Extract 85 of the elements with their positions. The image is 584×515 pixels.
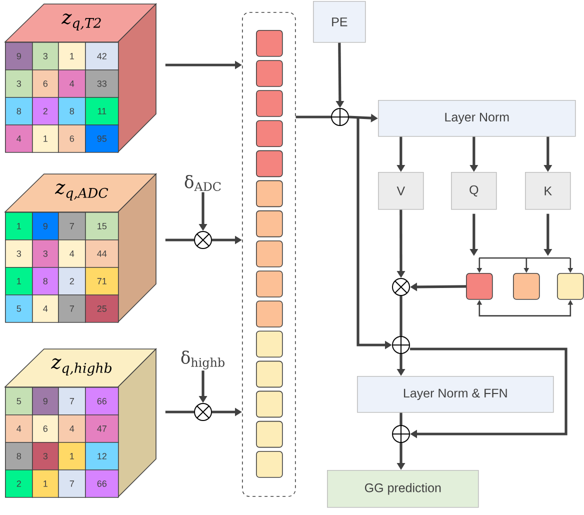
grid-cell: 4 <box>5 414 33 443</box>
layer-norm-box: Layer Norm <box>378 100 576 137</box>
grid-cell: 47 <box>85 414 119 443</box>
multiply-symbol <box>392 278 410 296</box>
grid-cell: 2 <box>32 97 59 126</box>
cube-label: z$_{q,T2}$ <box>62 14 101 31</box>
token-square <box>256 120 283 147</box>
token-square <box>256 210 283 238</box>
attention-square <box>513 273 540 300</box>
grid-cell: 7 <box>58 387 86 416</box>
grid-cell: 1 <box>58 442 86 470</box>
grid-cell: 4 <box>5 124 33 153</box>
arrow <box>410 348 568 438</box>
grid-cell: 7 <box>58 470 86 498</box>
token-square <box>256 90 283 117</box>
grid-cell: 1 <box>32 470 59 498</box>
delta-label: δ$_{ADC}$ <box>184 174 221 192</box>
grid-cell: 25 <box>85 294 119 323</box>
grid-cell: 66 <box>85 387 119 416</box>
grid-cell: 3 <box>32 442 59 470</box>
cube-label: z$_{q,ADC}$ <box>54 184 108 201</box>
grid-cell: 33 <box>85 70 119 98</box>
grid-cell: 1 <box>5 267 33 296</box>
grid-cell: 2 <box>58 267 86 296</box>
token-square <box>256 300 283 328</box>
grid-cell: 9 <box>32 387 59 416</box>
grid-cell: 8 <box>58 97 86 126</box>
grid-cell: 3 <box>32 42 59 70</box>
grid-cell: 6 <box>58 124 86 153</box>
grid-cell: 71 <box>85 267 119 296</box>
grid-cell: 9 <box>32 212 59 240</box>
grid-cell: 42 <box>85 42 119 70</box>
token-square <box>256 180 283 208</box>
grid-cell: 12 <box>85 442 119 470</box>
token-square <box>256 60 283 87</box>
delta-label: δ$_{highb}$ <box>181 350 224 370</box>
grid-cell: 6 <box>32 70 59 98</box>
grid-cell: 3 <box>5 70 33 98</box>
grid-cell: 8 <box>5 442 33 470</box>
grid-cell: 4 <box>58 240 86 268</box>
grid-cell: 6 <box>32 414 59 443</box>
token-square <box>256 360 283 388</box>
k-box: K <box>525 172 571 210</box>
grid-cell: 4 <box>58 414 86 443</box>
grid-cell: 9 <box>5 42 33 70</box>
grid-cell: 3 <box>32 240 59 268</box>
v-box: V <box>378 172 424 210</box>
add-symbol <box>392 425 410 443</box>
q-box: Q <box>451 172 497 210</box>
grid-cell: 3 <box>5 240 33 268</box>
grid-cell: 2 <box>5 470 33 498</box>
grid-cell: 5 <box>5 387 33 416</box>
token-square <box>256 30 283 57</box>
grid-cell: 8 <box>5 97 33 126</box>
cube-label: z$_{q,highb}$ <box>51 358 112 376</box>
pe-box: PE <box>313 1 366 43</box>
grid-cell: 1 <box>58 42 86 70</box>
token-square <box>256 240 283 268</box>
prediction-box: GG prediction <box>327 470 479 508</box>
grid-cell: 11 <box>85 97 119 126</box>
token-square <box>256 330 283 358</box>
token-square <box>256 451 283 478</box>
add-symbol <box>331 108 349 126</box>
grid-cell: 15 <box>85 212 119 240</box>
attention-square <box>466 273 493 300</box>
grid-cell: 1 <box>5 212 33 240</box>
token-square <box>256 150 283 178</box>
token-square <box>256 270 283 298</box>
grid-cell: 4 <box>32 294 59 323</box>
multiply-symbol <box>194 231 212 249</box>
grid-cell: 66 <box>85 470 119 498</box>
multiply-symbol <box>194 403 212 421</box>
attention-square <box>557 273 584 300</box>
grid-cell: 7 <box>58 212 86 240</box>
layer-norm-ffn-box: Layer Norm & FFN <box>357 376 554 413</box>
grid-cell: 95 <box>85 124 119 153</box>
grid-cell: 4 <box>58 70 86 98</box>
grid-cell: 8 <box>32 267 59 296</box>
token-square <box>256 420 283 448</box>
grid-cell: 44 <box>85 240 119 268</box>
add-symbol <box>392 336 410 354</box>
grid-cell: 5 <box>5 294 33 323</box>
grid-cell: 7 <box>58 294 86 323</box>
grid-cell: 1 <box>32 124 59 153</box>
token-square <box>256 390 283 418</box>
